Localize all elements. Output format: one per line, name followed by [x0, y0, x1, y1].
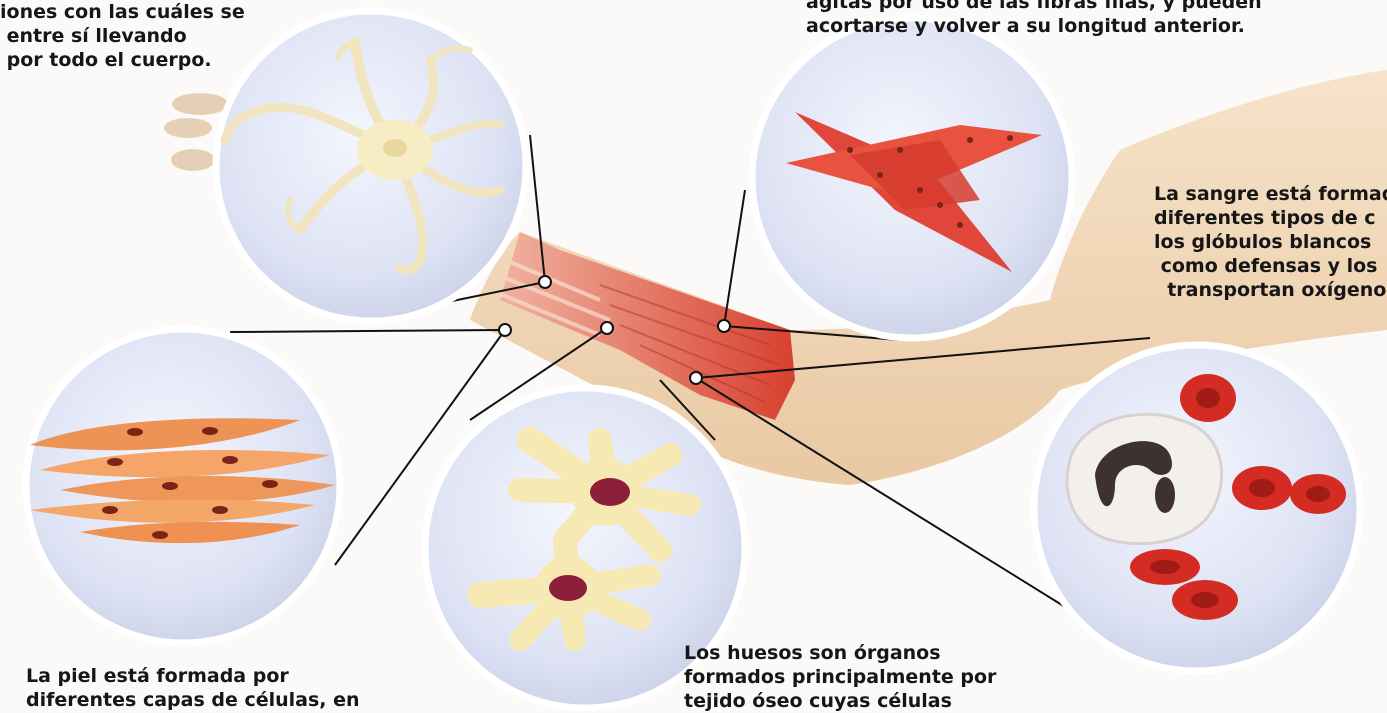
- muscle-caption: agitas por uso de las fibras filas, y pu…: [806, 0, 1262, 38]
- skin-caption: La piel está formada por diferentes capa…: [26, 664, 360, 712]
- bone-caption: Los huesos son órganos formados principa…: [684, 641, 996, 713]
- skin-cell-circle: [26, 329, 340, 643]
- neuron-caption: iones con las cuáles se entre sí llevand…: [0, 0, 245, 72]
- white-blood-cell: [1067, 414, 1222, 543]
- neuron-cell-circle: [216, 11, 526, 321]
- blood-cell-circle: [1034, 345, 1360, 671]
- blood-caption: La sangre está formad diferentes tipos d…: [1154, 182, 1387, 302]
- muscle-cell-circle: [752, 18, 1072, 338]
